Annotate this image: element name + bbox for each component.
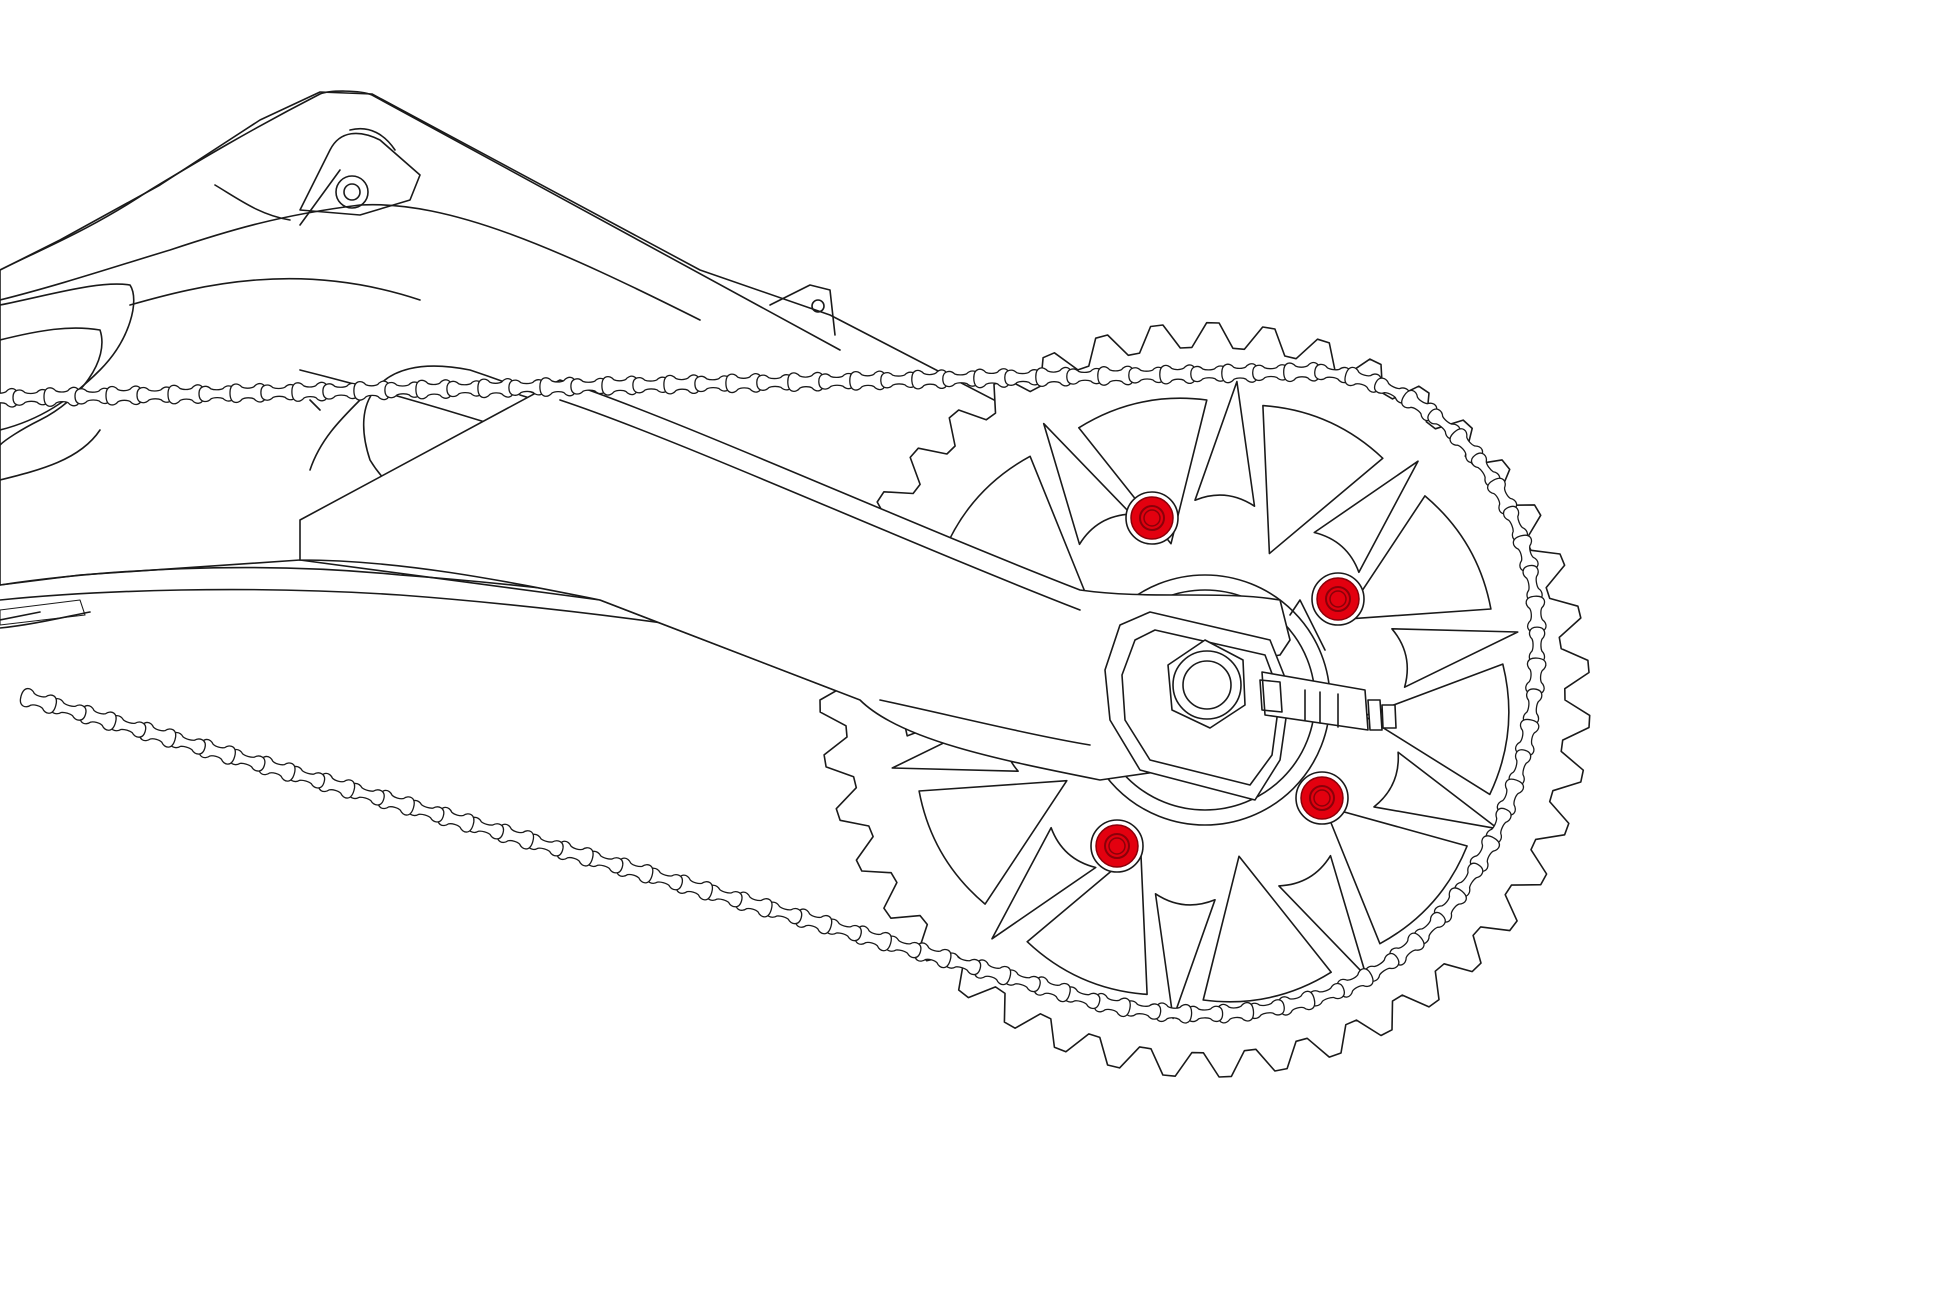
sprocket-cutout-outer bbox=[1342, 495, 1492, 621]
sprocket-cutout-outer bbox=[918, 779, 1068, 905]
sprocket-cutout-inner bbox=[1313, 460, 1419, 574]
axle-shaft bbox=[1182, 660, 1232, 710]
sprocket-cutout-inner bbox=[1278, 854, 1368, 978]
drive-chain bbox=[0, 361, 1547, 1024]
sprocket-cutout-outer bbox=[1363, 663, 1510, 796]
sprocket-cutout-outer bbox=[1323, 805, 1468, 945]
sprocket-bolts bbox=[1090, 491, 1365, 873]
axle-nut bbox=[1167, 639, 1246, 729]
sprocket-bolt-4 bbox=[1090, 819, 1144, 873]
sprocket-bolt-1 bbox=[1125, 491, 1179, 545]
sprocket-cutout-outer bbox=[1262, 404, 1384, 555]
sprocket-cutout-outer bbox=[1026, 845, 1148, 996]
sprocket-cutout-inner bbox=[1373, 751, 1499, 830]
adjuster-bolt bbox=[1261, 671, 1369, 731]
sprocket-cutout-inner bbox=[991, 826, 1097, 940]
sprocket-cutout-inner bbox=[1194, 380, 1256, 507]
axle-nut-washer bbox=[1172, 650, 1242, 720]
sprocket-bolt-3 bbox=[1295, 771, 1349, 825]
swingarm-rear bbox=[299, 379, 1397, 801]
sprocket-cutout-inner bbox=[1391, 628, 1519, 688]
chain-link bbox=[19, 687, 58, 714]
sprocket-cutout-inner bbox=[1154, 893, 1216, 1020]
sprocket-cutout-outer bbox=[1202, 855, 1332, 1003]
sprocket-bolt-2 bbox=[1311, 572, 1365, 626]
